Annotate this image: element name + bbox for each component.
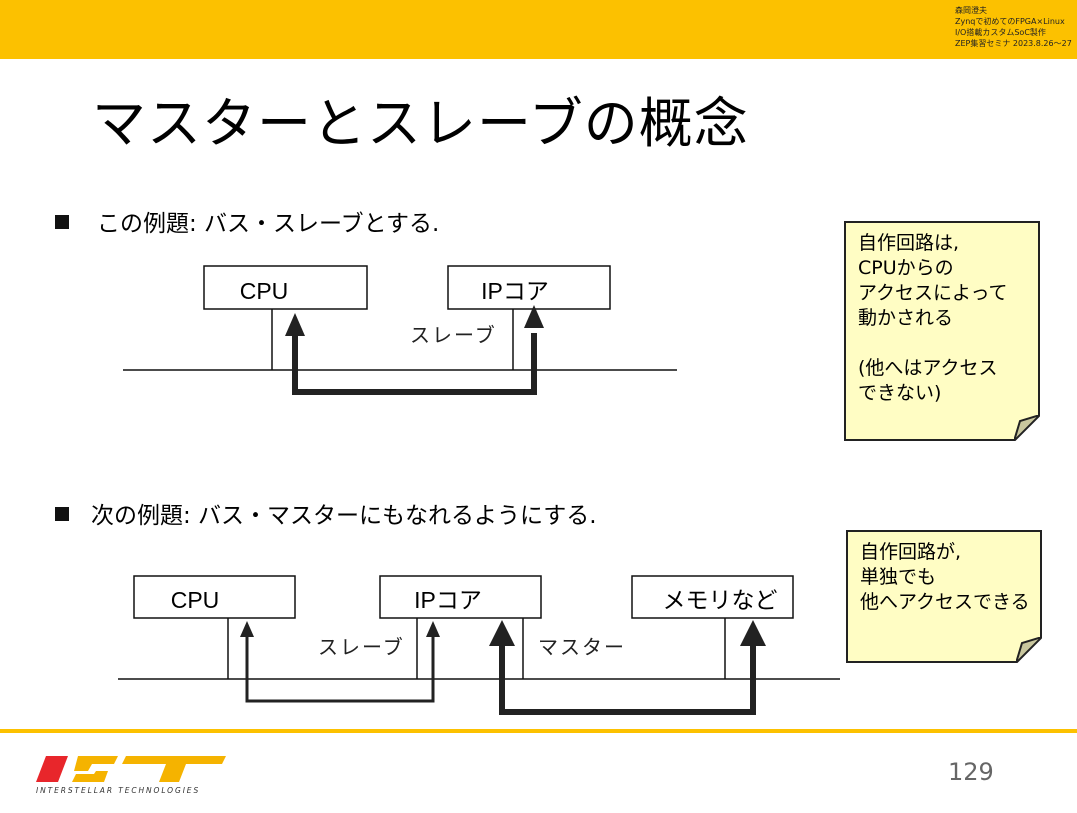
bullet-section1: この例題: バス・スレーブとする. xyxy=(55,209,439,239)
header-note: 森岡澄夫 Zynqで初めてのFPGA×Linux I/O搭載カスタムSoC製作 … xyxy=(955,5,1072,49)
page-number: 129 xyxy=(948,758,994,786)
header-note-line: 森岡澄夫 xyxy=(955,6,987,15)
access-path-arrow xyxy=(292,333,537,395)
sticky-note-1: 自作回路は, CPUからの アクセスによって 動かされる (他へはアクセス でき… xyxy=(844,221,1040,441)
note-line: アクセスによって xyxy=(858,282,1008,304)
arrowhead-up-icon xyxy=(740,620,766,646)
header-note-line: Zynqで初めてのFPGA×Linux xyxy=(955,17,1065,26)
note-line: 自作回路が, xyxy=(860,541,962,563)
bullet-section2: 次の例題: バス・マスターにもなれるようにする. xyxy=(55,501,597,531)
arrowhead-up-icon xyxy=(240,621,254,637)
note-line: できない) xyxy=(858,382,942,404)
sticky-note-2: 自作回路が, 単独でも 他へアクセスできる xyxy=(846,530,1042,663)
cpu-box xyxy=(203,265,368,310)
interstellar-logo-icon: INTERSTELLAR TECHNOLOGIES xyxy=(36,756,226,795)
arrowhead-up-icon xyxy=(285,313,305,336)
logo-text: INTERSTELLAR TECHNOLOGIES xyxy=(36,786,200,795)
ipcore-box-label: IPコア xyxy=(414,587,482,613)
company-logo: INTERSTELLAR TECHNOLOGIES xyxy=(36,752,231,800)
header-note-line: ZEP集習セミナ 2023.8.26～27 xyxy=(955,39,1072,48)
diagram-1: CPU IPコア スレーブ xyxy=(123,265,677,395)
bullet-square-icon xyxy=(55,506,69,521)
ipcore-box xyxy=(379,575,542,619)
ipcore-box-label: IPコア xyxy=(481,278,549,304)
diagram-2: CPU IPコア メモリなど スレーブ マスター xyxy=(118,575,840,715)
master-label: マスター xyxy=(538,635,626,659)
slide-title: マスターとスレーブの概念 xyxy=(92,92,749,155)
page-fold-icon xyxy=(1014,415,1040,441)
master-access-arrow xyxy=(499,643,756,715)
ipcore-box xyxy=(447,265,611,310)
note-line: (他へはアクセス xyxy=(858,357,998,379)
cpu-box-label: CPU xyxy=(171,587,220,613)
page-fold-icon xyxy=(1016,637,1042,663)
note-line: 動かされる xyxy=(858,307,954,329)
arrowhead-up-icon xyxy=(489,620,515,646)
header-bar xyxy=(0,0,1077,59)
arrowhead-up-icon xyxy=(524,305,544,328)
memory-box-label: メモリなど xyxy=(663,587,778,613)
header-note-line: I/O搭載カスタムSoC製作 xyxy=(955,28,1046,37)
note-line xyxy=(858,331,1028,356)
bullet-text: この例題: バス・スレーブとする. xyxy=(97,211,440,237)
note-line: 自作回路は, xyxy=(858,232,960,254)
note-line: 他へアクセスできる xyxy=(860,591,1030,613)
memory-box xyxy=(631,575,794,619)
note-line: 単独でも xyxy=(860,566,937,588)
footer-divider xyxy=(0,729,1077,733)
cpu-box-label: CPU xyxy=(240,278,289,304)
bullet-square-icon xyxy=(55,214,69,229)
slave-access-arrow xyxy=(245,635,435,703)
slave-label: スレーブ xyxy=(318,635,405,659)
bullet-text: 次の例題: バス・マスターにもなれるようにする. xyxy=(91,503,597,529)
slave-label: スレーブ xyxy=(410,323,497,347)
note-line: CPUからの xyxy=(858,257,954,279)
cpu-box xyxy=(133,575,296,619)
arrowhead-up-icon xyxy=(426,621,440,637)
